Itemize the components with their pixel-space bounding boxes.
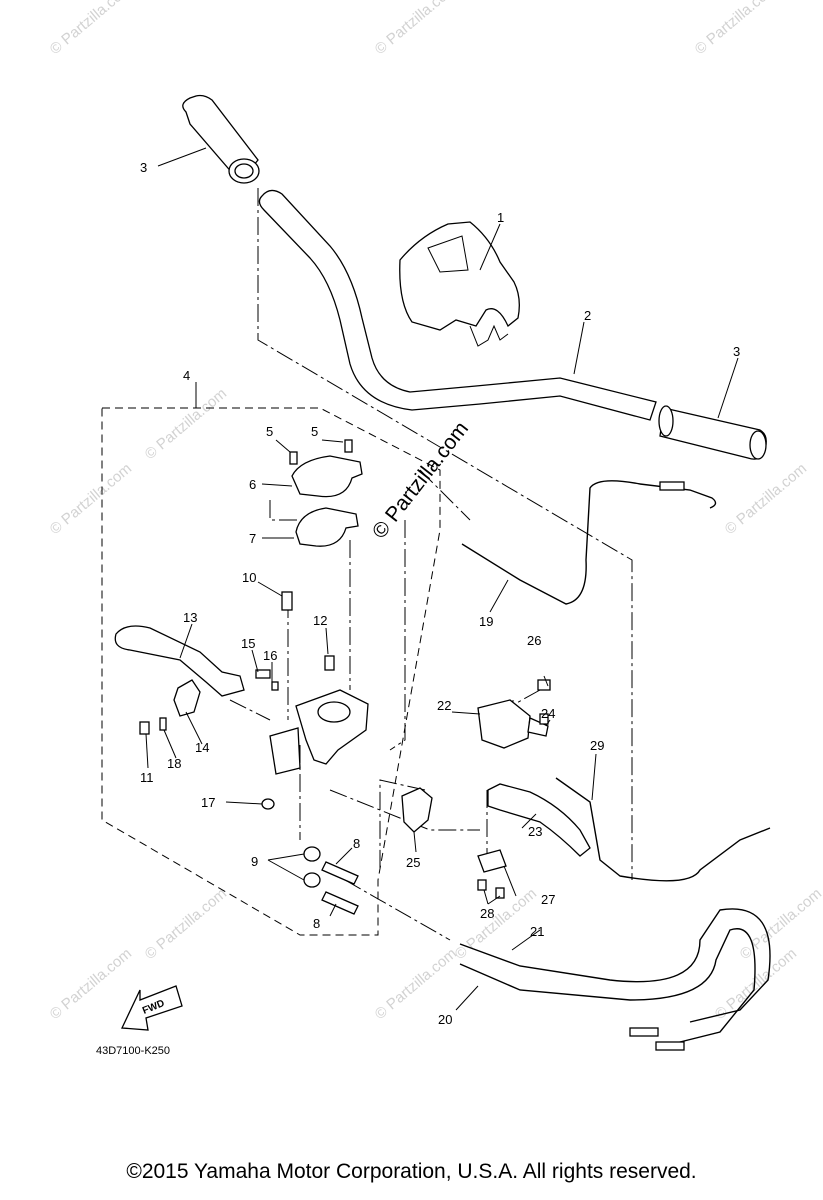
- callout-1: 1: [497, 210, 504, 225]
- copyright-notice: ©2015 Yamaha Motor Corporation, U.S.A. A…: [126, 1160, 697, 1183]
- callout-5-right: 5: [311, 424, 318, 439]
- watermark: © Partzilla.com: [47, 945, 135, 1023]
- watermark: © Partzilla.com: [737, 885, 823, 963]
- screws-5: [289, 439, 353, 465]
- callout-20: 20: [438, 1012, 452, 1027]
- switch-housing: [401, 787, 433, 833]
- callout-3-right: 3: [733, 344, 740, 359]
- callout-leaders: [145, 147, 739, 1011]
- cable-19: [461, 480, 717, 605]
- callout-numbers: 1 2 3 3 4 5 5 6 7 8 8 9 10 11 12 13 14 1…: [140, 160, 740, 1027]
- callout-13: 13: [183, 610, 197, 625]
- callout-28: 28: [480, 906, 494, 921]
- watermark: © Partzilla.com: [47, 0, 135, 58]
- watermark: © Partzilla.com: [142, 385, 230, 463]
- watermark: © Partzilla.com: [692, 0, 780, 58]
- bolts-10-12: [281, 591, 335, 671]
- callout-5-left: 5: [266, 424, 273, 439]
- washers-and-bolts: [303, 846, 359, 915]
- callout-21: 21: [530, 924, 544, 939]
- forward-arrow: FWD: [121, 985, 183, 1031]
- callout-2: 2: [584, 308, 591, 323]
- right-grip: [658, 405, 767, 460]
- callout-11: 11: [140, 770, 154, 785]
- callout-26: 26: [527, 633, 541, 648]
- watermark: © Partzilla.com: [142, 885, 230, 963]
- upper-clamps: [291, 455, 363, 547]
- callout-23: 23: [528, 824, 542, 839]
- callout-16: 16: [263, 648, 277, 663]
- throttle-lever: [487, 783, 591, 857]
- callout-14: 14: [195, 740, 209, 755]
- small-fasteners: [139, 669, 279, 735]
- callout-7: 7: [249, 531, 256, 546]
- callout-10: 10: [242, 570, 256, 585]
- callout-22: 22: [437, 698, 451, 713]
- callout-27: 27: [541, 892, 555, 907]
- handlebar: [258, 189, 657, 421]
- plate-and-screws: [477, 849, 507, 899]
- cables-20-21: [459, 908, 771, 1051]
- callout-6: 6: [249, 477, 256, 492]
- callout-25: 25: [406, 855, 420, 870]
- callout-9: 9: [251, 854, 258, 869]
- watermark: © Partzilla.com: [722, 460, 810, 538]
- watermark: © Partzilla.com: [47, 460, 135, 538]
- callout-17: 17: [201, 795, 215, 810]
- cable-29: [555, 777, 771, 882]
- callout-18: 18: [167, 756, 181, 771]
- watermark: © Partzilla.com: [372, 0, 460, 58]
- brake-lever: [114, 625, 245, 717]
- callout-8-lower: 8: [313, 916, 320, 931]
- throttle-assembly: [477, 679, 551, 749]
- left-grip: [182, 94, 260, 184]
- callout-4: 4: [183, 368, 190, 383]
- callout-12: 12: [313, 613, 327, 628]
- callout-8-upper: 8: [353, 836, 360, 851]
- master-cylinder: [261, 689, 369, 810]
- callout-3-left: 3: [140, 160, 147, 175]
- handlebar-pad: [399, 221, 520, 347]
- callout-29: 29: [590, 738, 604, 753]
- diagram-code: 43D7100-K250: [96, 1045, 170, 1057]
- watermark: © Partzilla.com: [712, 945, 800, 1023]
- center-watermark: © Partzilla.com: [368, 417, 473, 543]
- callout-19: 19: [479, 614, 493, 629]
- callout-24: 24: [541, 706, 555, 721]
- callout-15: 15: [241, 636, 255, 651]
- assembly-outline: [101, 407, 441, 936]
- watermark-layer: © Partzilla.com © Partzilla.com © Partzi…: [47, 0, 823, 1023]
